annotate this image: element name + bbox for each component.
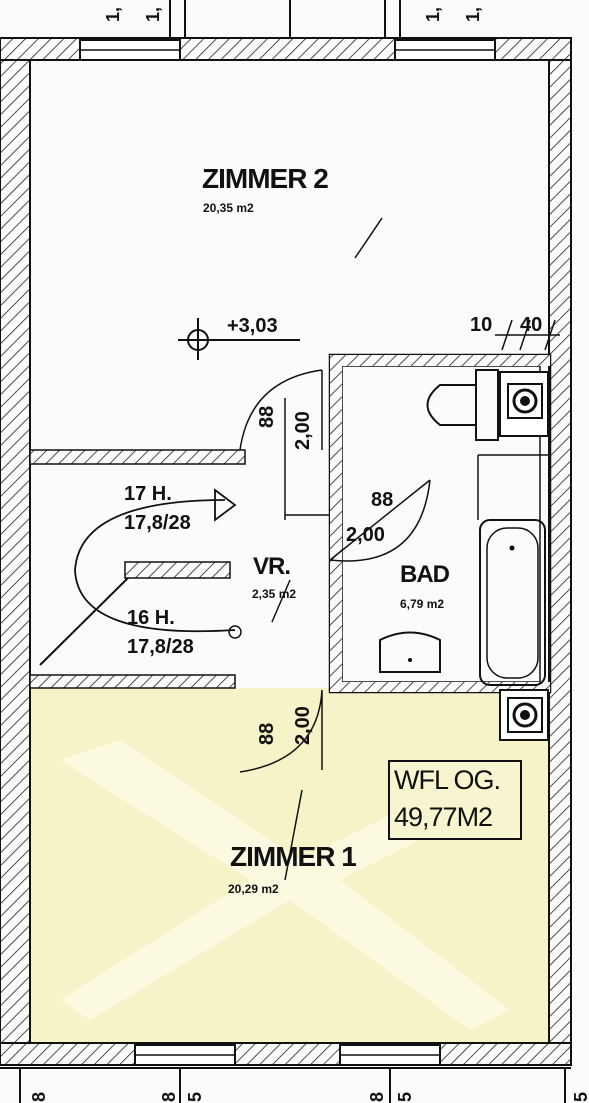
elevation-label: +3,03 <box>227 315 278 337</box>
stair-lower-steps: 16 H. <box>127 607 175 629</box>
door-zimmer2 <box>239 369 323 451</box>
toilet-bowl <box>426 384 476 426</box>
door-zimmer1-width: 88 <box>256 722 278 745</box>
vr-name: VR. <box>253 553 291 580</box>
edge-dim-bottom-1: 8 <box>29 1091 49 1102</box>
edge-dim-bottom-2: 8 <box>159 1091 179 1102</box>
door-zimmer1-height: 2,00 <box>292 706 314 745</box>
wohnflaeche-label: WFL OG. <box>394 765 501 795</box>
bathtub <box>479 519 546 686</box>
wall-dim-b: 40 <box>520 314 543 336</box>
bad-area: 6,79 m2 <box>400 597 445 611</box>
bad-name: BAD <box>400 561 450 588</box>
edge-dim-top-4: 1, <box>463 6 483 22</box>
stair-upper-steps: 17 H. <box>124 483 172 505</box>
door-zimmer2-height: 2,00 <box>292 411 314 450</box>
door-zimmer1 <box>239 689 323 773</box>
edge-dim-bottom-6: 5 <box>571 1091 589 1102</box>
stair-upper-ratio: 17,8/28 <box>124 512 191 534</box>
toilet-tank <box>475 369 499 441</box>
door-bad <box>329 479 431 562</box>
edge-dim-bottom-4: 8 <box>367 1091 387 1102</box>
edge-dim-bottom-3: 5 <box>185 1091 205 1102</box>
wall-zimmer1-north <box>29 674 236 689</box>
wall-left <box>0 37 31 1061</box>
zimmer1-name: ZIMMER 1 <box>230 841 357 872</box>
edge-dim-top-3: 1, <box>423 6 443 22</box>
zimmer2-area: 20,35 m2 <box>203 201 254 215</box>
washbasin <box>379 631 441 673</box>
wall-zimmer2-south <box>29 449 246 465</box>
edge-dim-top-1: 1, <box>103 6 123 22</box>
zimmer2-name: ZIMMER 2 <box>202 163 329 194</box>
edge-dim-bottom-5: 5 <box>395 1091 415 1102</box>
wall-right <box>548 37 572 1061</box>
zimmer1-area: 20,29 m2 <box>228 882 279 896</box>
wohnflaeche-box: WFL OG. 49,77M2 <box>388 760 522 840</box>
door-bad-width: 88 <box>371 489 394 511</box>
stair-well <box>124 561 231 579</box>
stair-lower-ratio: 17,8/28 <box>127 636 194 658</box>
vr-area: 2,35 m2 <box>252 587 297 601</box>
wall-bottom <box>0 1042 572 1066</box>
edge-dim-top-2: 1, <box>143 6 163 22</box>
wall-dim-a: 10 <box>470 314 493 336</box>
door-bad-height: 2,00 <box>346 524 385 546</box>
wohnflaeche-value: 49,77M2 <box>394 802 493 832</box>
door-zimmer2-width: 88 <box>256 405 278 428</box>
stair-arrow <box>214 488 237 522</box>
stair-run <box>74 499 236 633</box>
